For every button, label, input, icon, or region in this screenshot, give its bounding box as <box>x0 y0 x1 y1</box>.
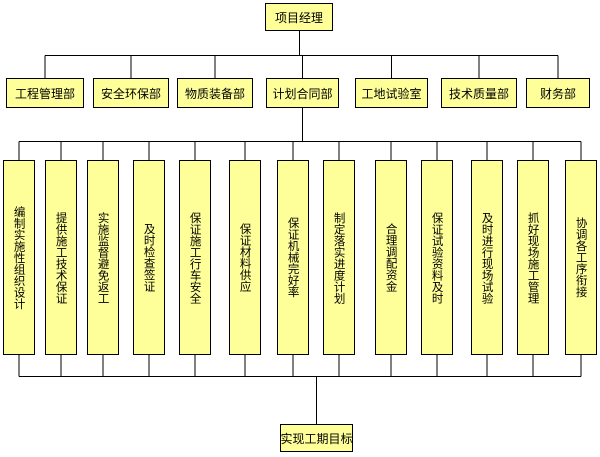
task-box: 制定落实进度计划 <box>323 160 355 355</box>
department-label: 工程管理部 <box>14 86 75 101</box>
task-label: 实施监督避免返工 <box>96 211 111 304</box>
department-label: 安全环保部 <box>100 86 161 101</box>
department-box: 工程管理部 <box>6 78 84 108</box>
task-box: 保证材料供应 <box>229 160 261 355</box>
task-label: 保证机械完好率 <box>286 217 301 298</box>
goal-label: 实现工期目标 <box>280 431 353 446</box>
project-manager-label: 项目经理 <box>274 10 323 25</box>
task-label: 保证施工行车安全 <box>188 211 203 304</box>
department-box: 计划合同部 <box>266 78 339 108</box>
task-box: 合理调配资金 <box>375 160 407 355</box>
project-manager-box: 项目经理 <box>265 3 333 31</box>
task-box: 协调各工序衔接 <box>565 160 597 355</box>
task-label: 保证试验资料及时 <box>430 211 445 304</box>
department-box: 工地试验室 <box>355 78 428 108</box>
department-label: 财务部 <box>539 86 576 101</box>
goal-box: 实现工期目标 <box>280 424 353 452</box>
task-label: 及时进行现场试验 <box>480 211 495 304</box>
department-label: 工地试验室 <box>361 86 422 101</box>
task-label: 保证材料供应 <box>238 223 253 292</box>
department-box: 财务部 <box>526 78 590 108</box>
task-label: 协调各工序衔接 <box>574 217 589 298</box>
task-label: 合理调配资金 <box>384 223 399 292</box>
task-label: 及时检查签证 <box>142 223 157 292</box>
task-label: 抓好现场施工管理 <box>526 211 541 304</box>
task-label: 编制实施性组织设计 <box>12 205 27 310</box>
department-box: 安全环保部 <box>93 78 169 108</box>
department-label: 计划合同部 <box>272 86 333 101</box>
task-box: 保证机械完好率 <box>277 160 309 355</box>
task-box: 保证施工行车安全 <box>179 160 211 355</box>
department-label: 技术质量部 <box>448 86 509 101</box>
task-box: 实施监督避免返工 <box>87 160 119 355</box>
task-label: 提供施工技术保证 <box>54 211 69 304</box>
task-label: 制定落实进度计划 <box>332 211 347 304</box>
task-box: 保证试验资料及时 <box>421 160 453 355</box>
task-box: 及时检查签证 <box>133 160 165 355</box>
task-box: 及时进行现场试验 <box>471 160 503 355</box>
department-label: 物质装备部 <box>184 86 245 101</box>
task-box: 提供施工技术保证 <box>45 160 77 355</box>
department-box: 物质装备部 <box>177 78 253 108</box>
task-box: 抓好现场施工管理 <box>517 160 549 355</box>
task-box: 编制实施性组织设计 <box>3 160 35 355</box>
department-box: 技术质量部 <box>441 78 517 108</box>
